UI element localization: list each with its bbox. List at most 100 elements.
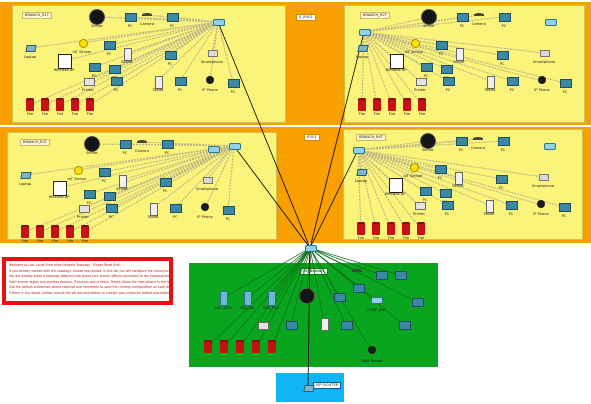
branch-3-pc-icon[interactable] — [120, 140, 132, 149]
hq-network-area[interactable] — [189, 263, 438, 367]
branch-4-pc-icon[interactable] — [420, 187, 432, 196]
hq-speaker-icon[interactable] — [368, 346, 376, 354]
branch-3-fire-icon[interactable] — [51, 225, 59, 238]
branch-3-fire-icon[interactable] — [81, 225, 89, 238]
hq-server-icon[interactable] — [220, 291, 228, 306]
hq-pc-icon[interactable] — [395, 271, 407, 280]
hq-pc-icon[interactable] — [412, 298, 424, 307]
branch-2-pc-icon[interactable] — [507, 77, 519, 86]
branch-4-router-icon[interactable] — [353, 147, 365, 154]
branch-3-door-icon[interactable] — [53, 181, 67, 196]
hq-router-icon[interactable] — [371, 297, 383, 304]
branch-2-pc-icon[interactable] — [436, 41, 448, 50]
branch-3-tower-icon[interactable] — [119, 175, 127, 188]
branch-1-fire-icon[interactable] — [26, 98, 34, 111]
branch-2-fire-icon[interactable] — [403, 98, 411, 111]
branch-4-pc-icon[interactable] — [456, 137, 468, 146]
branch-3-printer-icon[interactable] — [79, 205, 90, 213]
branch-4-tower-icon[interactable] — [486, 200, 494, 213]
branch-2-router-icon[interactable] — [359, 29, 371, 36]
branch-4-pc-icon[interactable] — [435, 165, 447, 174]
branch-2-phone-icon[interactable] — [540, 50, 550, 57]
branch-3-pc-icon[interactable] — [162, 140, 174, 149]
branch-2-fire-icon[interactable] — [358, 98, 366, 111]
branch-4-pc-icon[interactable] — [496, 175, 508, 184]
branch-1-pc-icon[interactable] — [175, 77, 187, 86]
branch-1-pc-icon[interactable] — [125, 13, 137, 22]
branch-3-bulb-icon[interactable] — [74, 166, 83, 175]
branch-3-pc-icon[interactable] — [223, 206, 235, 215]
branch-4-cloud-icon[interactable] — [421, 134, 435, 148]
branch-3-phone-icon[interactable] — [203, 177, 213, 184]
branch-3-tower-icon[interactable] — [150, 203, 158, 216]
hq-server-icon[interactable] — [244, 291, 252, 306]
branch-4-tower-icon[interactable] — [455, 172, 463, 185]
hq-printer-icon[interactable] — [258, 322, 269, 330]
branch-3-fire-icon[interactable] — [36, 225, 44, 238]
branch-3-fire-icon[interactable] — [66, 225, 74, 238]
branch-2-cloud-icon[interactable] — [422, 10, 436, 24]
branch-3-pc-icon[interactable] — [170, 204, 182, 213]
branch-1-cloud-icon[interactable] — [90, 10, 104, 24]
branch-4-printer-icon[interactable] — [415, 202, 426, 210]
branch-4-bulb-icon[interactable] — [410, 163, 419, 172]
branch-4-pc-icon[interactable] — [506, 201, 518, 210]
hq-fire-icon[interactable] — [220, 340, 228, 353]
branch-2-fire-icon[interactable] — [388, 98, 396, 111]
branch-1-tower-icon[interactable] — [124, 48, 132, 61]
branch-1-fire-icon[interactable] — [86, 98, 94, 111]
branch-2-pc-icon[interactable] — [443, 77, 455, 86]
branch-2-router-icon[interactable] — [545, 19, 557, 26]
hq-pc-icon[interactable] — [286, 321, 298, 330]
branch-1-router-icon[interactable] — [213, 19, 225, 26]
hq-fire-icon[interactable] — [252, 340, 260, 353]
branch-2-tower-icon[interactable] — [456, 48, 464, 61]
branch-1-door-icon[interactable] — [58, 54, 72, 69]
branch-4-fire-icon[interactable] — [417, 222, 425, 235]
branch-2-laptop-icon[interactable] — [357, 45, 369, 52]
branch-1-pc-icon[interactable] — [104, 41, 116, 50]
branch-2-pc-icon[interactable] — [457, 13, 469, 22]
branch-3-router-icon[interactable] — [229, 143, 241, 150]
branch-3-laptop-icon[interactable] — [20, 172, 32, 179]
branch-4-fire-icon[interactable] — [372, 222, 380, 235]
branch-2-lamp-icon[interactable] — [474, 13, 484, 16]
hq-fire-icon[interactable] — [268, 340, 276, 353]
core-hub-router-icon[interactable] — [305, 245, 317, 252]
branch-3-pc-icon[interactable] — [84, 190, 96, 199]
branch-1-fire-icon[interactable] — [56, 98, 64, 111]
branch-2-pc-icon[interactable] — [497, 51, 509, 60]
branch-4-phone-icon[interactable] — [539, 174, 549, 181]
branch-1-pc-icon[interactable] — [109, 65, 121, 74]
hq-cloud-icon[interactable] — [300, 289, 314, 303]
branch-2-tower-icon[interactable] — [487, 76, 495, 89]
branch-4-laptop-icon[interactable] — [356, 169, 368, 176]
branch-2-pc-icon[interactable] — [441, 65, 453, 74]
branch-3-lamp-icon[interactable] — [137, 140, 147, 143]
branch-4-pc-icon[interactable] — [442, 201, 454, 210]
branch-2-door-icon[interactable] — [390, 54, 404, 69]
hq-pc-icon[interactable] — [341, 321, 353, 330]
hq-pc-icon[interactable] — [376, 271, 388, 280]
branch-1-pc-icon[interactable] — [111, 77, 123, 86]
hq-server-icon[interactable] — [268, 291, 276, 306]
branch-1-fire-icon[interactable] — [41, 98, 49, 111]
branch-3-pc-icon[interactable] — [160, 178, 172, 187]
branch-4-pc-icon[interactable] — [559, 203, 571, 212]
branch-1-pc-icon[interactable] — [89, 63, 101, 72]
branch-1-pc-icon[interactable] — [167, 13, 179, 22]
branch-1-lamp-icon[interactable] — [142, 13, 152, 16]
hq-fire-icon[interactable] — [204, 340, 212, 353]
branch-2-pc-icon[interactable] — [421, 63, 433, 72]
branch-3-fire-icon[interactable] — [21, 225, 29, 238]
branch-3-speaker-icon[interactable] — [201, 203, 209, 211]
branch-2-fire-icon[interactable] — [418, 98, 426, 111]
hq-tower-icon[interactable] — [321, 318, 329, 331]
branch-2-area[interactable] — [344, 5, 585, 123]
branch-1-fire-icon[interactable] — [71, 98, 79, 111]
branch-4-router-icon[interactable] — [544, 143, 556, 150]
branch-3-pc-icon[interactable] — [99, 168, 111, 177]
hq-pc-icon[interactable] — [399, 321, 411, 330]
branch-2-bulb-icon[interactable] — [411, 39, 420, 48]
branch-4-pc-icon[interactable] — [440, 189, 452, 198]
